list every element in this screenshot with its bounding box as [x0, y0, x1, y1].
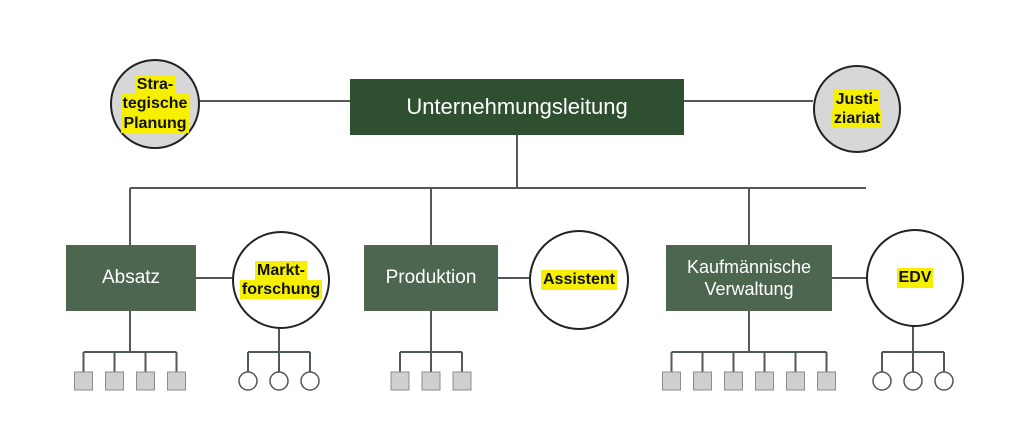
- sub-staff-circle: [300, 371, 320, 391]
- sub-unit-square: [452, 371, 472, 391]
- top-management-label: Unternehmungsleitung: [406, 94, 628, 120]
- sub-unit-square: [74, 371, 93, 391]
- department-box-production: Produktion: [364, 245, 498, 311]
- sub-unit-square: [817, 371, 836, 391]
- staff-label-line: Assistent: [540, 270, 618, 290]
- sub-unit-square: [167, 371, 186, 391]
- staff-circle-legal: Justi- ziariat: [813, 65, 901, 153]
- sub-staff-circle: [238, 371, 258, 391]
- department-label: Verwaltung: [704, 279, 794, 299]
- staff-circle-assistant: Assistent: [529, 230, 629, 330]
- department-box-administration: Kaufmännische Verwaltung: [666, 245, 832, 311]
- sub-staff-circle: [903, 371, 923, 391]
- sub-staff-circle: [269, 371, 289, 391]
- staff-label-line: forschung: [239, 280, 323, 300]
- staff-label-line: EDV: [896, 268, 934, 288]
- department-label: Produktion: [385, 267, 477, 289]
- sub-staff-circle: [934, 371, 954, 391]
- staff-label-line: Justi-: [833, 89, 881, 109]
- staff-label-line: tegische: [120, 94, 190, 114]
- department-label: Absatz: [101, 267, 161, 289]
- staff-label-line: Markt-: [254, 260, 307, 280]
- department-label: Kaufmännische: [686, 256, 812, 277]
- sub-unit-square: [390, 371, 410, 391]
- sub-staff-circle: [872, 371, 892, 391]
- sub-unit-square: [136, 371, 155, 391]
- sub-unit-square: [755, 371, 774, 391]
- staff-circle-market-research: Markt- forschung: [232, 231, 330, 329]
- sub-unit-square: [105, 371, 124, 391]
- department-box-sales: Absatz: [66, 245, 196, 311]
- sub-unit-square: [421, 371, 441, 391]
- sub-unit-square: [786, 371, 805, 391]
- sub-unit-square: [724, 371, 743, 391]
- staff-label-line: ziariat: [831, 109, 883, 129]
- staff-label-line: Stra-: [134, 75, 176, 95]
- staff-circle-strategic-planning: Stra- tegische Planung: [110, 59, 200, 149]
- sub-unit-square: [693, 371, 712, 391]
- staff-circle-it: EDV: [866, 229, 964, 327]
- staff-label-line: Planung: [121, 113, 189, 133]
- top-management-box: Unternehmungsleitung: [350, 79, 684, 135]
- sub-unit-square: [662, 371, 681, 391]
